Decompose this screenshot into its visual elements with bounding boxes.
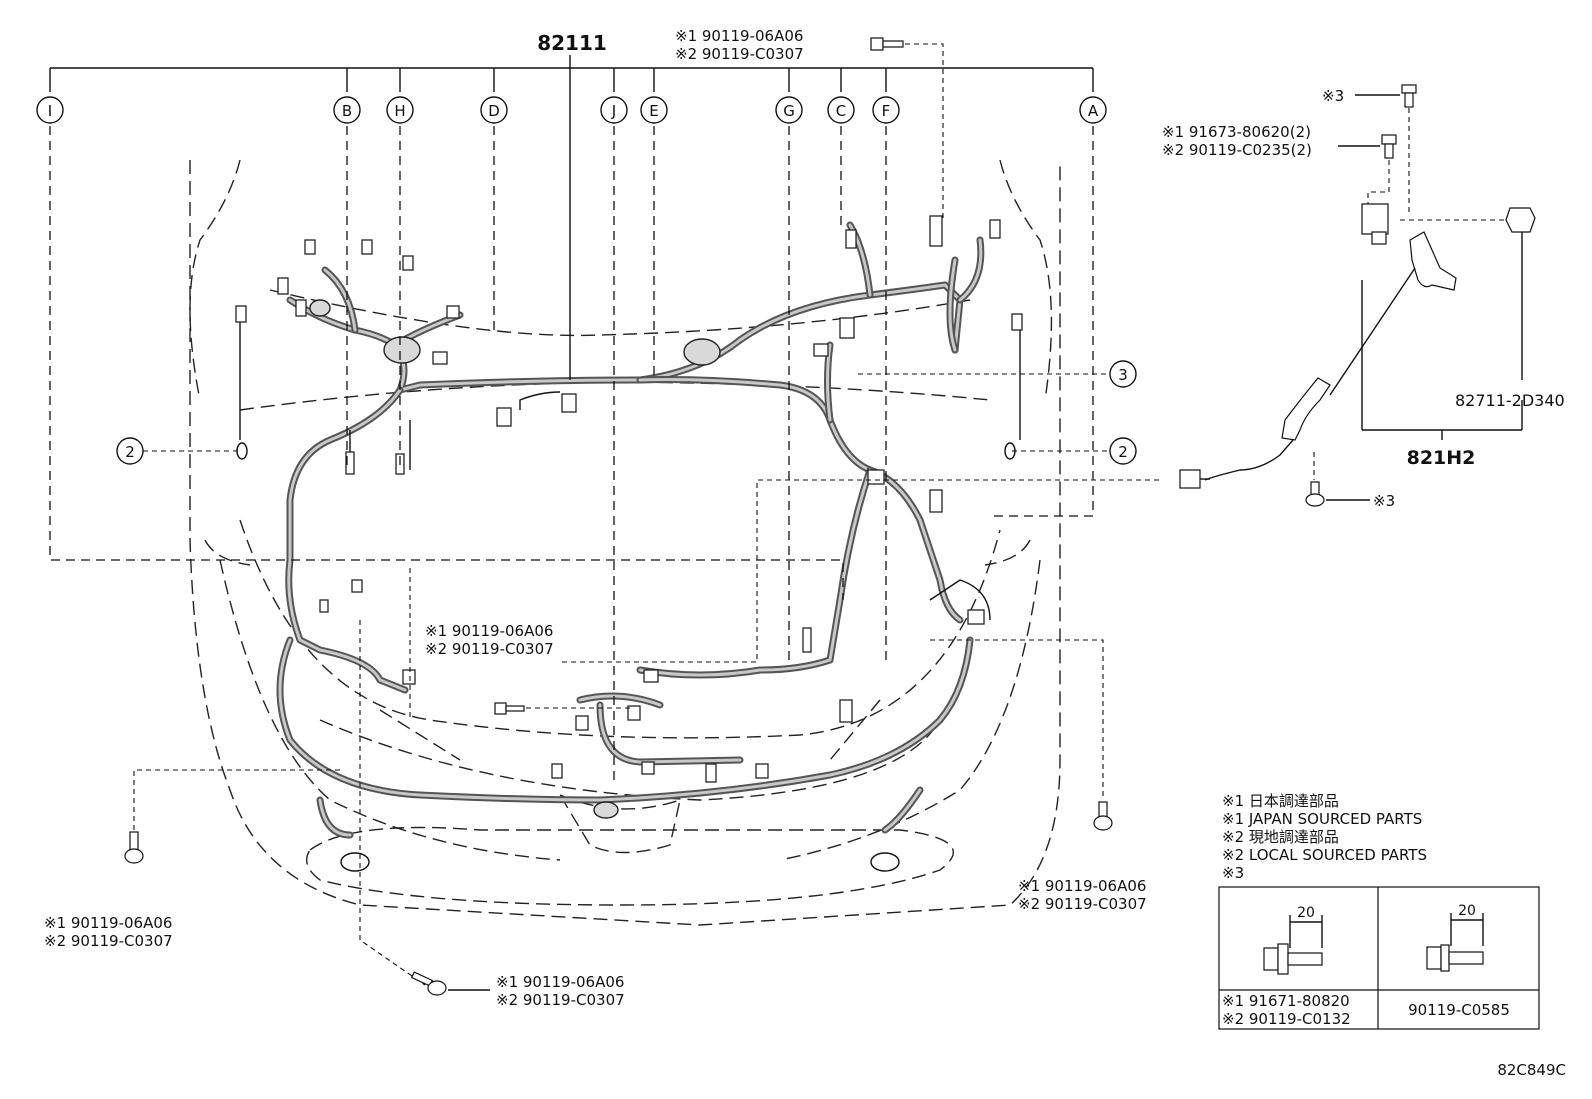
harness-letter-callouts: I B H D J E G C F A [36, 96, 1107, 124]
svg-text:A: A [1088, 102, 1099, 120]
svg-text:※1 90119-06A06: ※1 90119-06A06 [496, 973, 624, 991]
callout-3: 3 [858, 360, 1137, 388]
figure-code: 82C849C [1497, 1061, 1566, 1079]
letter-callout-i: I [36, 96, 64, 124]
svg-text:※1 91671-80820: ※1 91671-80820 [1222, 992, 1350, 1010]
svg-text:821H2: 821H2 [1407, 447, 1476, 469]
right-bolt: ※1 90119-06A06 ※2 90119-C0307 [930, 639, 1147, 913]
sensor-assembly: ※3 ※1 91673-80620(2) ※2 90119-C0235(2) 8… [1162, 84, 1565, 510]
letter-callout-e: E [640, 96, 668, 124]
svg-text:※2 現地調達部品: ※2 現地調達部品 [1222, 828, 1339, 846]
svg-text:※3: ※3 [1373, 492, 1395, 510]
svg-text:2: 2 [1118, 443, 1128, 461]
svg-text:C: C [836, 102, 846, 120]
letter-callout-d: D [480, 96, 508, 124]
letter-callout-a: A [1079, 96, 1107, 124]
svg-text:※2 90119-C0307: ※2 90119-C0307 [425, 640, 554, 658]
letter-callout-b: B [333, 96, 361, 124]
top-bolt: ※1 90119-06A06 ※2 90119-C0307 [675, 27, 944, 220]
letter-callout-f: F [872, 96, 900, 124]
letter-callout-j: J [600, 96, 628, 124]
svg-text:20: 20 [1297, 905, 1315, 921]
svg-text:※2 90119-C0307: ※2 90119-C0307 [1018, 895, 1147, 913]
svg-text:20: 20 [1458, 903, 1476, 919]
svg-text:※2 90119-C0307: ※2 90119-C0307 [496, 991, 625, 1009]
legend: ※1 日本調達部品 ※1 JAPAN SOURCED PARTS ※2 現地調達… [1222, 792, 1427, 882]
svg-text:90119-C0585: 90119-C0585 [1408, 1001, 1510, 1019]
svg-text:G: G [783, 102, 795, 120]
svg-text:※2 90119-C0235(2): ※2 90119-C0235(2) [1162, 141, 1312, 159]
main-part-number: 82111 [537, 31, 607, 55]
harness-connectors [235, 215, 1023, 783]
svg-text:※1 90119-06A06: ※1 90119-06A06 [425, 622, 553, 640]
letter-callout-h: H [386, 96, 414, 124]
svg-text:82711-2D340: 82711-2D340 [1455, 391, 1565, 410]
svg-text:H: H [394, 102, 405, 120]
svg-text:※2 LOCAL SOURCED PARTS: ※2 LOCAL SOURCED PARTS [1222, 846, 1427, 864]
wire-harness [239, 221, 1021, 839]
svg-text:※3: ※3 [1222, 864, 1244, 882]
center-bolt: ※1 90119-06A06 ※2 90119-C0307 [409, 479, 1160, 720]
svg-text:※1 91673-80620(2): ※1 91673-80620(2) [1162, 123, 1311, 141]
callout-2-right: 2 [1004, 437, 1137, 465]
bottom-bolt: ※1 90119-06A06 ※2 90119-C0307 [359, 620, 625, 1009]
svg-text:B: B [342, 102, 352, 120]
harness-grommets [309, 299, 721, 819]
svg-text:D: D [488, 102, 500, 120]
svg-text:※1 90119-06A06: ※1 90119-06A06 [1018, 877, 1146, 895]
svg-text:J: J [611, 102, 616, 120]
svg-text:2: 2 [125, 443, 135, 461]
svg-text:F: F [882, 102, 891, 120]
svg-text:※2 90119-C0132: ※2 90119-C0132 [1222, 1010, 1351, 1028]
letter-callout-g: G [775, 96, 803, 124]
harness-bracket [49, 55, 1094, 380]
svg-text:※1 90119-06A06: ※1 90119-06A06 [675, 27, 803, 45]
svg-text:※3: ※3 [1322, 87, 1344, 105]
letter-callout-c: C [827, 96, 855, 124]
callout-2-left: 2 [116, 437, 248, 465]
svg-text:I: I [48, 102, 52, 120]
svg-text:※1 日本調達部品: ※1 日本調達部品 [1222, 792, 1339, 810]
svg-text:※2 90119-C0307: ※2 90119-C0307 [44, 932, 173, 950]
bolt-parts-table: 20 20 ※1 91671-80820 ※2 90119-C0132 9011… [1218, 886, 1540, 1030]
svg-text:※2 90119-C0307: ※2 90119-C0307 [675, 45, 804, 63]
table-bolt-right: 20 [1426, 903, 1484, 972]
letter-leader-lines [49, 126, 1094, 780]
svg-text:※1 90119-06A06: ※1 90119-06A06 [44, 914, 172, 932]
svg-text:E: E [649, 102, 658, 120]
left-bolt: ※1 90119-06A06 ※2 90119-C0307 [44, 769, 340, 950]
vehicle-body-outline [189, 159, 1061, 926]
table-bolt-left: 20 [1263, 905, 1323, 975]
svg-text:※1 JAPAN SOURCED PARTS: ※1 JAPAN SOURCED PARTS [1222, 810, 1422, 828]
number-callouts: 2 2 3 [116, 360, 1137, 465]
svg-text:3: 3 [1118, 366, 1128, 384]
